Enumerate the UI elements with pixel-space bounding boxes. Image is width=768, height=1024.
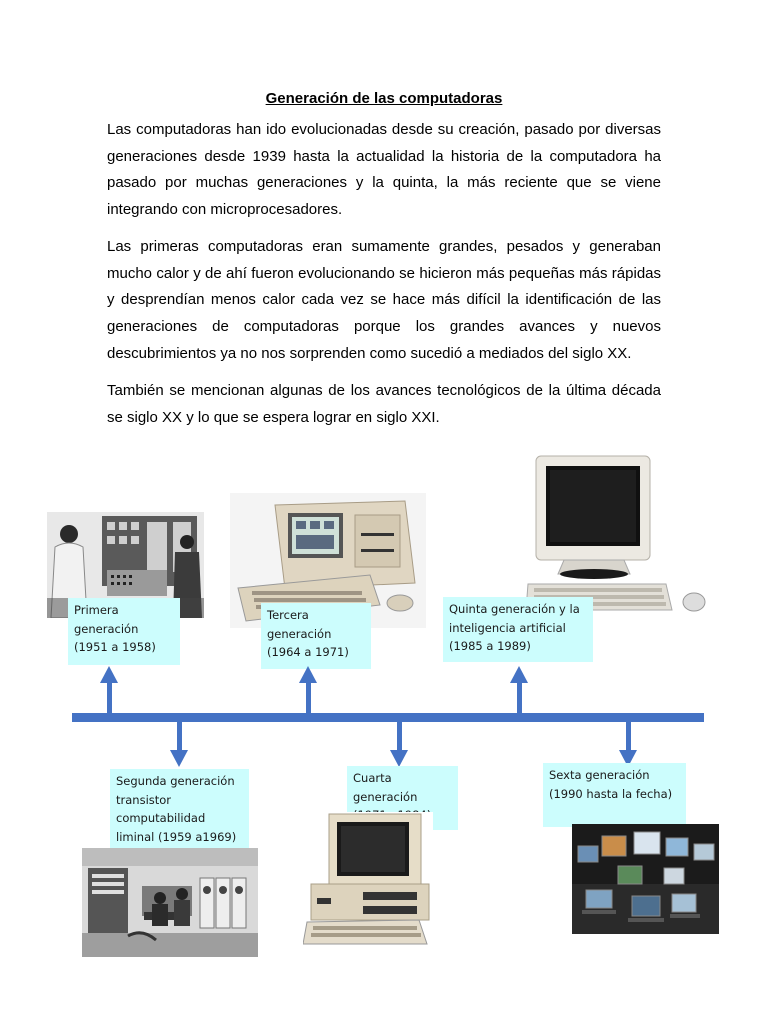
arrow-down-stem <box>177 721 182 751</box>
generation-6-label: Sexta generación (1990 hasta la fecha) <box>543 763 686 827</box>
arrow-up-icon <box>510 666 528 683</box>
computer-room-photo <box>82 848 258 957</box>
ibm-pc-photo <box>303 812 433 945</box>
arrow-down-icon <box>390 750 408 767</box>
evolution-paragraph: Las primeras computadoras eran sumamente… <box>107 238 661 362</box>
arrow-down-stem <box>397 721 402 751</box>
generation-1-label: Primera generación (1951 a 1958) <box>68 598 180 665</box>
arrow-up-stem <box>107 682 112 714</box>
intro-paragraph: Las computadoras han ido evolucionadas d… <box>107 121 661 219</box>
arrow-down-icon <box>619 750 637 767</box>
crt-monitor-keyboard-photo <box>524 452 708 616</box>
advances-paragraph: También se mencionan algunas de los avan… <box>107 382 661 426</box>
generation-5-label: Quinta generación y la inteligencia arti… <box>443 597 593 662</box>
generation-3-label: Tercera generación (1964 a 1971) <box>261 603 371 669</box>
generation-2-label: Segunda generación transistor computabil… <box>110 769 249 849</box>
document-title: Generación de las computadoras <box>265 90 503 107</box>
modern-devices-photo <box>572 824 719 934</box>
arrow-up-icon <box>299 666 317 683</box>
arrow-up-icon <box>100 666 118 683</box>
timeline-bar <box>72 713 704 722</box>
arrow-up-stem <box>306 682 311 714</box>
arrow-down-icon <box>170 750 188 767</box>
arrow-up-stem <box>517 682 522 714</box>
arrow-down-stem <box>626 721 631 751</box>
